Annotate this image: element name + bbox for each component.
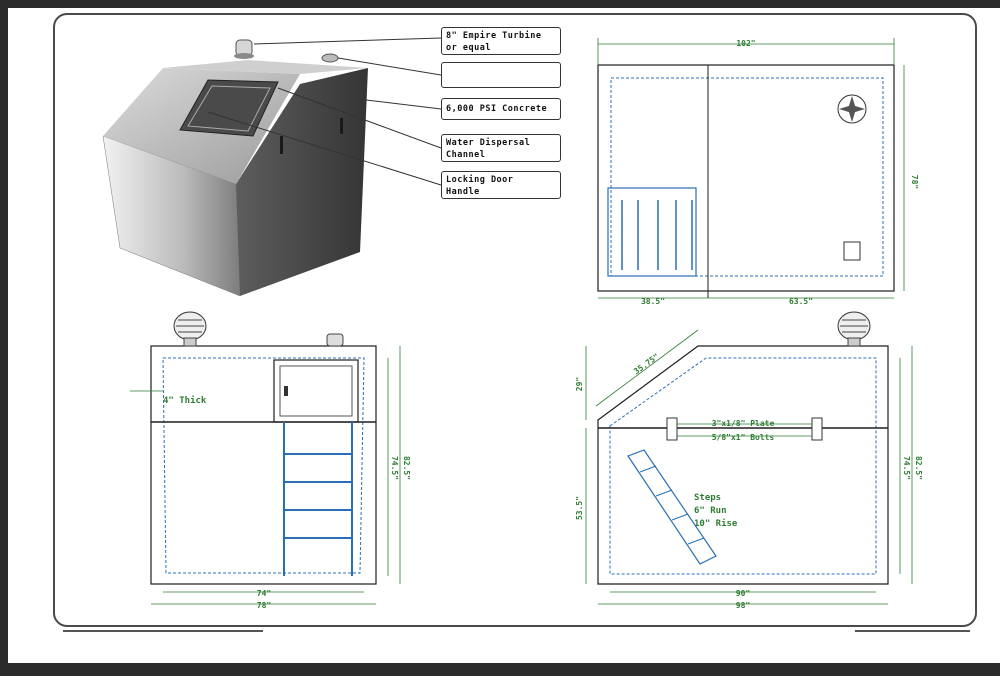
side-plate-left	[666, 417, 678, 441]
side-steps-rise: 10" Rise	[694, 518, 738, 529]
plan-dimensions	[597, 38, 905, 299]
side-outer-wall	[597, 345, 889, 585]
plan-view: 102" 78" 38.5" 63.5"	[597, 38, 919, 306]
front-view: 4" Thick 74.5" 82.5" 74" 78"	[130, 311, 411, 610]
callout-concrete: 6,000 PSI Concrete	[441, 98, 561, 120]
side-lower-height: 53.5"	[575, 496, 584, 520]
plan-ladder	[621, 200, 693, 270]
front-outer-wall	[150, 345, 377, 585]
front-ladder	[283, 422, 353, 576]
vent-slot-1	[280, 136, 283, 154]
callout-water-channel: Water Dispersal Channel	[441, 134, 561, 162]
front-inner-height: 74.5"	[390, 456, 399, 480]
side-steps-run: 6" Run	[694, 506, 727, 516]
front-hatch-inner	[279, 365, 353, 417]
side-step-treads	[639, 465, 705, 545]
footer-rule-left	[63, 630, 263, 632]
hatch-door-inset	[187, 85, 271, 132]
side-plate-right	[811, 417, 823, 441]
side-dimensions	[585, 329, 913, 605]
front-vent-cap-icon	[326, 333, 344, 347]
side-top-height: 29"	[575, 377, 584, 391]
bunker-roof	[163, 60, 368, 74]
front-inner-wall	[162, 357, 365, 574]
side-slope-label: 35.75"	[632, 352, 661, 376]
side-turbine-icon	[837, 311, 871, 347]
front-thick-label: 4" Thick	[163, 395, 207, 406]
plan-inner-wall	[610, 77, 884, 277]
front-outer-width: 78"	[257, 601, 271, 610]
front-door-handle	[284, 386, 288, 396]
plan-vent-icon	[843, 241, 861, 261]
perspective-view	[102, 37, 442, 297]
drawing-svg: 102" 78" 38.5" 63.5"	[102, 37, 923, 610]
plan-turbine-blades	[839, 96, 865, 122]
plan-left-seg-label: 38.5"	[641, 297, 665, 306]
callout-turbine: 8" Empire Turbine or equal	[441, 27, 561, 55]
side-inner-wall	[609, 357, 877, 575]
drawing-page: 8" Empire Turbine or equal 6,000 PSI Con…	[8, 8, 1000, 663]
side-inner-width: 90"	[736, 589, 750, 598]
side-bolts-label: 5/8"x1" Bolts	[712, 433, 775, 442]
vent-cap-icon	[321, 53, 339, 63]
callout-blank	[441, 62, 561, 88]
hatch-door	[179, 79, 279, 137]
front-inner-width: 74"	[257, 589, 271, 598]
plan-outer-wall	[597, 64, 895, 292]
footer-rule-right	[855, 630, 970, 632]
plan-right-seg-label: 63.5"	[789, 297, 813, 306]
front-dimensions	[130, 346, 401, 605]
side-steps-title: Steps	[694, 493, 721, 503]
callout-door-handle: Locking Door Handle	[441, 171, 561, 199]
side-view: 35.75" 29" 53.5" 3"x1/8" Plate 5/8"x1" B…	[575, 311, 923, 610]
plan-hatch-opening	[607, 187, 697, 277]
vent-slot-2	[340, 118, 343, 134]
side-plate-label: 3"x1/8" Plate	[712, 419, 775, 428]
side-outer-height: 82.5"	[914, 456, 923, 480]
bunker-right-face	[236, 68, 368, 296]
plan-depth-label: 78"	[910, 175, 919, 189]
side-steps	[627, 449, 717, 565]
front-turbine-icon	[173, 311, 207, 347]
side-outer-width: 98"	[736, 601, 750, 610]
plan-width-label: 102"	[736, 39, 755, 48]
front-outer-height: 82.5"	[402, 456, 411, 480]
turbine-base	[234, 53, 254, 59]
side-inner-height: 74.5"	[902, 456, 911, 480]
callout-leaders	[207, 37, 442, 186]
